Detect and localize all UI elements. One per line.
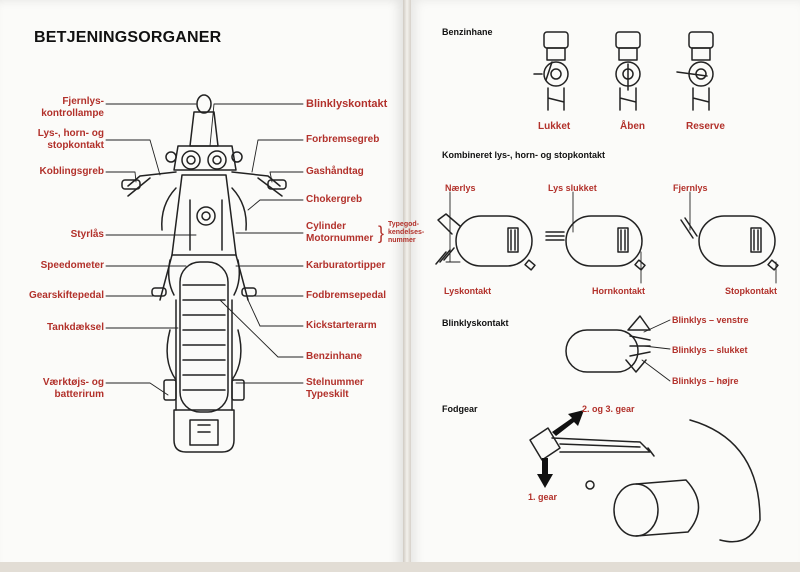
label-vaerktojs-batterirum: Værktøjs- og batterirum [42, 377, 104, 400]
motorcycle-top-view-drawing [121, 94, 287, 453]
section-title-blinklyskontakt: Blinklyskontakt [442, 318, 509, 328]
label-speedometer: Speedometer [40, 260, 104, 271]
label-karburatortipper: Karburatortipper [306, 260, 386, 271]
label-lukket: Lukket [538, 121, 571, 132]
right-page [410, 0, 800, 572]
label-koblingsgreb: Koblingsgreb [39, 166, 104, 177]
label-fodbremsepedal: Fodbremsepedal [306, 290, 387, 301]
label-stelnummer-typeskilt: Stelnummer Typeskilt [306, 377, 364, 400]
label-fjernlys: Fjernlys [673, 183, 708, 193]
gear-arrows [537, 410, 584, 488]
label-blinklys-hojre: Blinklys – højre [672, 376, 739, 386]
page-bottom-edge [0, 562, 800, 572]
label-1-gear: 1. gear [528, 492, 558, 502]
label-reserve: Reserve [686, 121, 725, 132]
label-gashandtag: Gashåndtag [306, 166, 364, 177]
turn-signal-switch-drawing [565, 315, 651, 373]
page-gutter [403, 0, 411, 572]
label-cylinder-motornummer: Cylinder Motornummer [306, 221, 374, 244]
leader-lines-right [209, 103, 304, 384]
label-aben: Åben [620, 121, 645, 132]
brace: } [378, 223, 385, 243]
section-title-benzinhane: Benzinhane [442, 27, 493, 37]
label-2-og-3-gear: 2. og 3. gear [582, 404, 635, 414]
switch-leader-lines [445, 191, 777, 284]
label-blinklys-venstre: Blinklys – venstre [672, 315, 749, 325]
label-blinklyskontakt: Blinklyskontakt [306, 98, 388, 110]
label-lys-horn-stopkontakt: Lys-, horn- og stopkontakt [37, 128, 104, 151]
label-styrlas: Styrlås [70, 229, 104, 240]
label-tankdaeksel: Tankdæksel [46, 322, 104, 333]
label-chokergreb: Chokergreb [306, 194, 363, 205]
leader-lines-left [105, 103, 197, 396]
section-title-fodgear: Fodgear [442, 404, 478, 414]
label-naerlys: Nærlys [445, 183, 476, 193]
turn-signal-leader-lines [641, 319, 671, 382]
label-blinklys-slukket: Blinklys – slukket [672, 345, 748, 355]
label-hornkontakt: Hornkontakt [592, 286, 646, 296]
label-fjernlys-kontrollampe: Fjernlys- kontrollampe [41, 96, 104, 119]
label-lys-slukket: Lys slukket [548, 183, 597, 193]
label-kickstarterarm: Kickstarterarm [306, 320, 377, 331]
page-title: BETJENINGSORGANER [34, 29, 222, 46]
label-forbremsegreb: Forbremsegreb [306, 134, 380, 145]
fuel-tap-drawings [533, 31, 714, 111]
label-lyskontakt: Lyskontakt [444, 286, 492, 296]
label-gearskiftepedal: Gearskiftepedal [28, 290, 104, 301]
label-typegodkendelsesnummer: Typegod- kendelses- nummer [388, 221, 425, 244]
section-title-kombineret: Kombineret lys-, horn- og stopkontakt [442, 150, 606, 160]
foot-gear-drawing [529, 419, 761, 543]
label-stopkontakt: Stopkontakt [725, 286, 778, 296]
light-switch-drawings [435, 213, 779, 271]
label-benzinhane: Benzinhane [306, 351, 363, 362]
